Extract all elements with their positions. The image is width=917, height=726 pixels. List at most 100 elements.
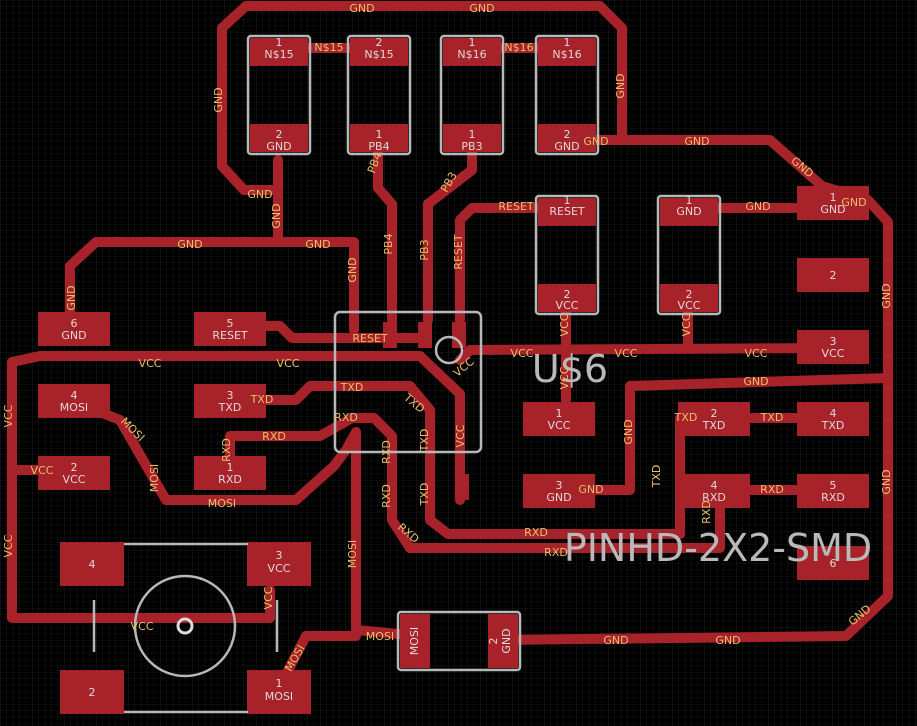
text-layer: 1N$152GND2N$151PB41N$161PB31N$162GND1RES… [2, 2, 893, 703]
trace-rxd [225, 413, 835, 553]
cap-pad-net: PB4 [368, 140, 389, 153]
cap-pad-net: N$15 [264, 48, 293, 61]
trace-label-rxd: RXD [524, 526, 548, 539]
trace-label-gnd: GND [212, 87, 225, 112]
cap-pad-number: 2 [276, 128, 283, 141]
trace-label-vcc: VCC [745, 347, 768, 360]
cap-pad-number: 2 [564, 288, 571, 301]
pad-net: TXD [702, 419, 726, 432]
pad-number: 3 [556, 479, 563, 492]
trace-label-gnd: GND [247, 188, 272, 201]
header-pad-number: 6 [830, 557, 837, 570]
trace-label-gnd: GND [880, 283, 893, 308]
header-pad-number: 4 [830, 407, 837, 420]
switch-pad-net: VCC [268, 562, 291, 575]
pad-net: VCC [548, 419, 571, 432]
trace-reset [455, 203, 571, 325]
header-pad-number: 5 [830, 479, 837, 492]
cap-pad-net: GND [554, 140, 579, 153]
trace-label-gnd: GND [346, 257, 359, 282]
trace-label-vcc: VCC [615, 347, 638, 360]
trace-vcc-main [455, 343, 835, 365]
part-name-pinhd: PINHD-2X2-SMD [564, 526, 872, 570]
header-pad-net: RXD [821, 491, 845, 504]
resistor-pad-number: 2 [487, 638, 500, 645]
trace-label-vcc: VCC [558, 313, 571, 336]
part-name-u6: U$6 [532, 347, 608, 391]
header-pad-number: 6 [71, 317, 78, 330]
trace-label-pb4: PB4 [382, 233, 395, 254]
resistor-pad-net: MOSI [408, 627, 421, 655]
cap-pad-net: RESET [549, 205, 585, 218]
trace-label-rxd: RXD [220, 438, 233, 462]
cap-pad-number: 1 [276, 36, 283, 49]
trace-label-txd: TXD [418, 429, 431, 453]
trace-label-gnd: GND [469, 2, 494, 15]
trace-label-n16: N$16 [504, 41, 533, 54]
header-pad-net: TXD [821, 419, 845, 432]
trace-label-gnd: GND [270, 203, 283, 228]
cap-pad-number: 1 [564, 36, 571, 49]
header-pad-net: RXD [218, 473, 242, 486]
switch-pad-number: 4 [89, 558, 96, 571]
trace-label-gnd: GND [65, 285, 78, 310]
cap-pad-net: PB3 [461, 140, 482, 153]
cap-pad-number: 1 [564, 194, 571, 207]
trace-label-reset: RESET [452, 234, 465, 270]
trace-label-vcc: VCC [680, 313, 693, 336]
trace-label-vcc: VCC [277, 357, 300, 370]
header-pad-number: 1 [227, 461, 234, 474]
header-pad-net: GND [820, 203, 845, 216]
trace-pb4 [373, 145, 397, 325]
trace-label-mosi: MOSI [366, 630, 394, 643]
trace-label-gnd: GND [745, 200, 770, 213]
cap-pad-net: N$16 [457, 48, 486, 61]
trace-label-rxd: RXD [544, 546, 568, 559]
trace-label-pb3: PB3 [418, 239, 431, 260]
header-pad-net: RESET [212, 329, 248, 342]
header-pad-number: 3 [830, 335, 837, 348]
trace-label-rxd: RXD [700, 500, 713, 524]
pad-number: 1 [556, 407, 563, 420]
switch-pad-net: MOSI [265, 690, 293, 703]
header-pad-number: 2 [830, 269, 837, 282]
trace-gnd-left [65, 185, 283, 325]
trace-label-vcc: VCC [2, 404, 15, 427]
trace-label-mosi: MOSI [148, 464, 161, 492]
pad-net: GND [546, 491, 571, 504]
trace-label-gnd: GND [743, 375, 768, 388]
trace-label-gnd: GND [583, 135, 608, 148]
cap-pad-net: N$15 [364, 48, 393, 61]
trace-label-gnd: GND [614, 73, 627, 98]
cap-pad-net: VCC [678, 299, 701, 312]
trace-label-vcc: VCC [511, 347, 534, 360]
cap-pad-number: 1 [469, 36, 476, 49]
trace-label-txd: TXD [760, 411, 784, 424]
header-pad-net: VCC [822, 347, 845, 360]
trace-pb3 [423, 145, 477, 325]
switch-pad-number: 2 [89, 686, 96, 699]
trace-gnd-top [217, 1, 627, 195]
header-pad-number: 5 [227, 317, 234, 330]
trace-label-gnd: GND [715, 634, 740, 647]
cap-pad-number: 1 [469, 128, 476, 141]
buzzer-center [176, 617, 194, 635]
header-pad-number: 2 [71, 461, 78, 474]
trace-label-gnd: GND [603, 634, 628, 647]
trace-label-vcc: VCC [139, 357, 162, 370]
trace-label-gnd: GND [305, 238, 330, 251]
header-pad-number: 3 [227, 389, 234, 402]
pad-number: 2 [711, 407, 718, 420]
trace-label-mosi: MOSI [208, 497, 236, 510]
trace-label-txd: TXD [418, 483, 431, 507]
trace-label-vcc: VCC [454, 424, 467, 447]
trace-label-gnd: GND [841, 196, 866, 209]
trace-label-txd: TXD [340, 381, 364, 394]
trace-label-txd: TXD [674, 411, 698, 424]
header-pad-net: MOSI [60, 401, 88, 414]
pad-net: RXD [702, 491, 726, 504]
trace-label-gnd: GND [880, 469, 893, 494]
trace-vcc-left [7, 357, 275, 623]
cap-pad-net: GND [266, 140, 291, 153]
cap-pad-number: 2 [564, 128, 571, 141]
